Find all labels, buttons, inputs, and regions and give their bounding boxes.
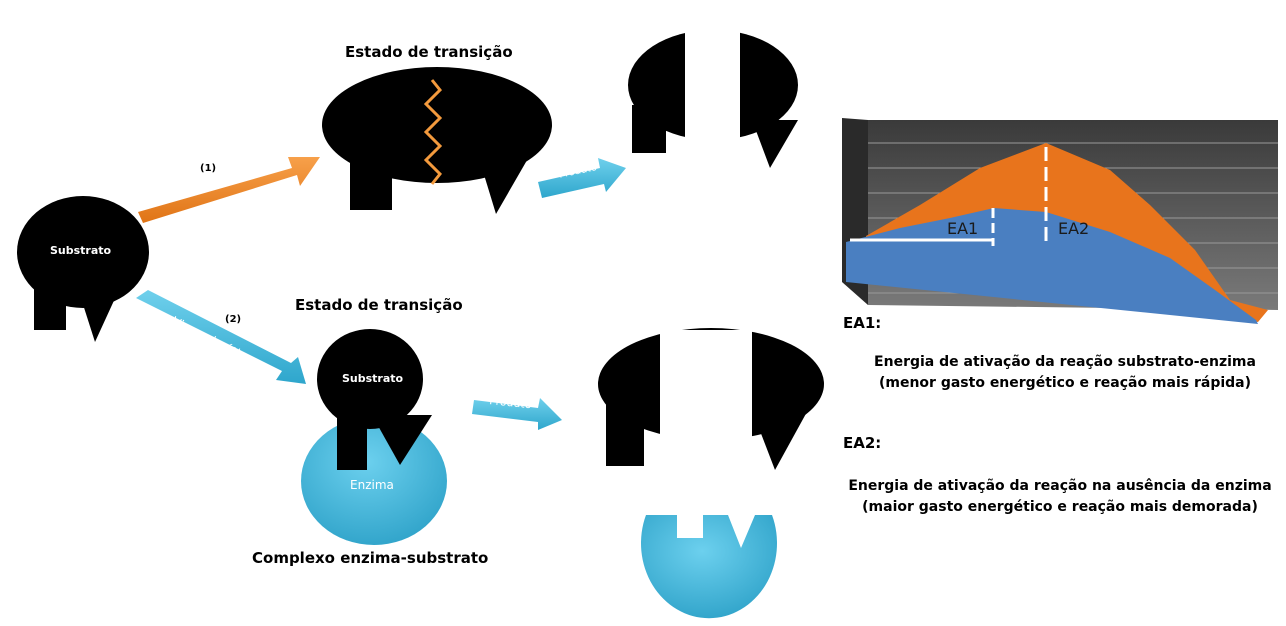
bottom-product-shape <box>598 328 824 619</box>
zigzag-bond <box>423 79 443 185</box>
ea1-description-line2: (menor gasto energético e reação mais rá… <box>878 375 1252 391</box>
path2-number: (2) <box>225 314 242 325</box>
free-enzyme-shape <box>641 515 777 619</box>
top-transition-shape <box>322 67 552 214</box>
energy-chart <box>842 118 1278 324</box>
left-substrate-shape <box>17 196 149 342</box>
bottom-product-arrow <box>472 398 562 430</box>
complex-shape <box>301 329 447 545</box>
chart-ea1-label: EA1 <box>947 219 979 238</box>
chart-ea2-label: EA2 <box>1058 219 1090 238</box>
ea2-heading: EA2: <box>843 434 882 452</box>
enzyme-label: Enzima <box>350 478 394 492</box>
left-substrate-label: Substrato <box>50 244 112 257</box>
top-product-arrow <box>538 158 626 198</box>
chart-blue-area <box>846 208 1258 324</box>
top-product-shape <box>628 20 798 180</box>
ea2-description-line2: (maior gasto energético e reação mais de… <box>862 499 1258 515</box>
ea1-description-line1: Energia de ativação da reação substrato-… <box>874 354 1256 370</box>
blue-arrow-path2 <box>136 290 306 384</box>
orange-arrow <box>138 157 320 223</box>
complex-substrate-label: Substrato <box>342 372 404 385</box>
ea1-heading: EA1: <box>843 314 882 332</box>
top-transition-title: Estado de transição <box>345 43 513 61</box>
complex-caption: Complexo enzima-substrato <box>252 549 489 567</box>
ea2-description-line1: Energia de ativação da reação na ausênci… <box>848 478 1272 494</box>
path1-number: (1) <box>200 163 217 174</box>
bottom-transition-title: Estado de transição <box>295 296 463 314</box>
